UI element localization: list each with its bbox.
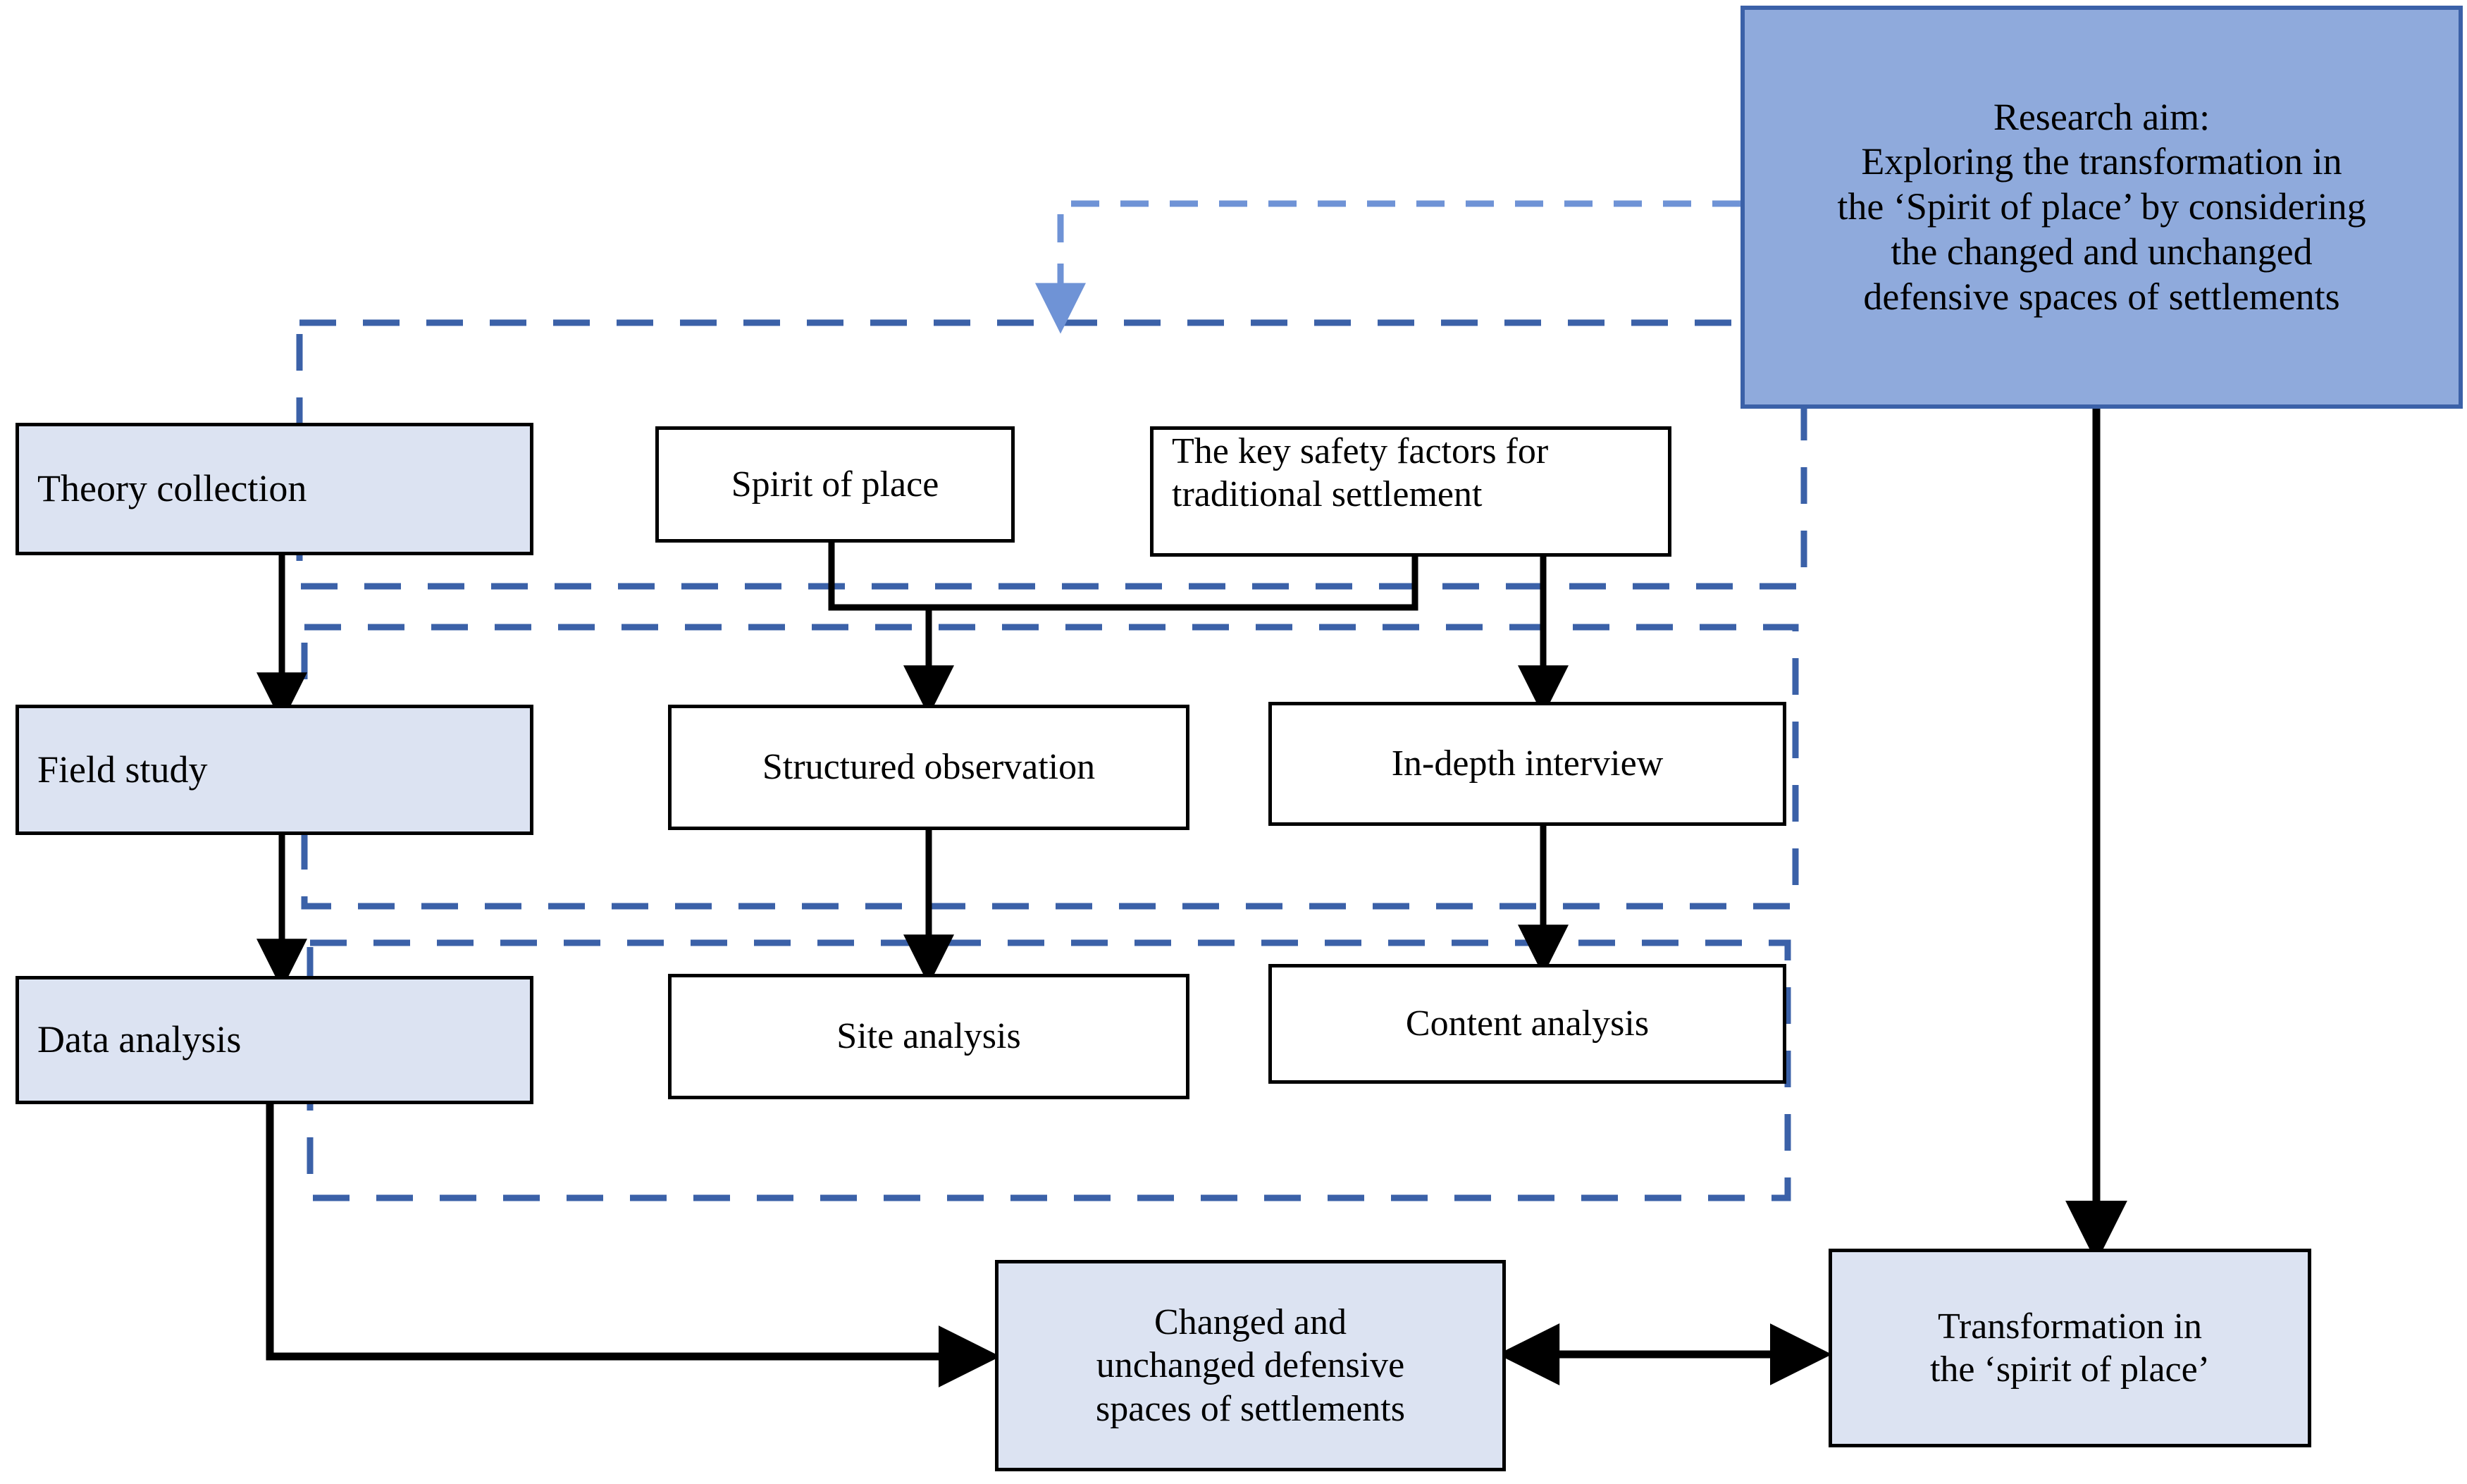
outcome-label-changed-line-2: unchanged defensive bbox=[1096, 1345, 1405, 1386]
stage-box-theory-collection: Theory collection bbox=[16, 423, 533, 555]
method-box-key-safety-factors: The key safety factors for traditional s… bbox=[1150, 426, 1671, 557]
stage-label-data-analysis: Data analysis bbox=[37, 1018, 242, 1061]
method-label-content-analysis: Content analysis bbox=[1405, 1003, 1650, 1044]
outcome-box-changed-unchanged-defensive-spaces: Changed and unchanged defensive spaces o… bbox=[995, 1260, 1506, 1471]
research-aim-line-3: the changed and unchanged bbox=[1891, 230, 2313, 273]
method-box-structured-observation: Structured observation bbox=[668, 705, 1189, 830]
method-box-site-analysis: Site analysis bbox=[668, 974, 1189, 1099]
stage-label-theory-collection: Theory collection bbox=[37, 467, 307, 510]
method-label-in-depth-interview: In-depth interview bbox=[1391, 743, 1664, 784]
research-aim-line-1: Exploring the transformation in bbox=[1861, 140, 2342, 183]
arrow-spirit-to-observation bbox=[828, 543, 954, 717]
outcome-label-transformation-line-1: Transformation in bbox=[1937, 1306, 2203, 1347]
method-box-spirit-of-place: Spirit of place bbox=[655, 426, 1015, 543]
stage-box-data-analysis: Data analysis bbox=[16, 976, 533, 1104]
outcome-label-transformation-line-2: the ‘spirit of place’ bbox=[1929, 1349, 2211, 1390]
method-label-key-safety-factors-line-1: The key safety factors for bbox=[1172, 431, 1549, 471]
outcome-label-changed-line-3: spaces of settlements bbox=[1096, 1388, 1405, 1429]
research-aim-line-2: the ‘Spirit of place’ by considering bbox=[1837, 185, 2366, 228]
stage-box-field-study: Field study bbox=[16, 705, 533, 835]
method-label-key-safety-factors-line-2: traditional settlement bbox=[1172, 474, 1483, 515]
dashed-arrow-aim-to-groups bbox=[1035, 200, 1740, 334]
research-aim-line-4: defensive spaces of settlements bbox=[1863, 275, 2340, 318]
outcome-box-transformation-spirit-of-place: Transformation in the ‘spirit of place’ bbox=[1829, 1249, 2311, 1447]
method-label-site-analysis: Site analysis bbox=[836, 1016, 1021, 1057]
arrow-data-to-outcome bbox=[266, 1104, 1001, 1387]
stage-label-field-study: Field study bbox=[37, 748, 208, 791]
method-label-spirit-of-place: Spirit of place bbox=[731, 464, 939, 505]
arrow-safety-to-observation-trunk bbox=[929, 557, 1418, 611]
research-aim-heading: Research aim: bbox=[1993, 95, 2211, 138]
method-label-structured-observation: Structured observation bbox=[762, 747, 1096, 788]
research-aim-box: Research aim: Exploring the transformati… bbox=[1740, 6, 2463, 409]
outcome-label-changed-line-1: Changed and bbox=[1154, 1301, 1347, 1342]
method-box-in-depth-interview: In-depth interview bbox=[1268, 702, 1786, 826]
method-box-content-analysis: Content analysis bbox=[1268, 964, 1786, 1084]
